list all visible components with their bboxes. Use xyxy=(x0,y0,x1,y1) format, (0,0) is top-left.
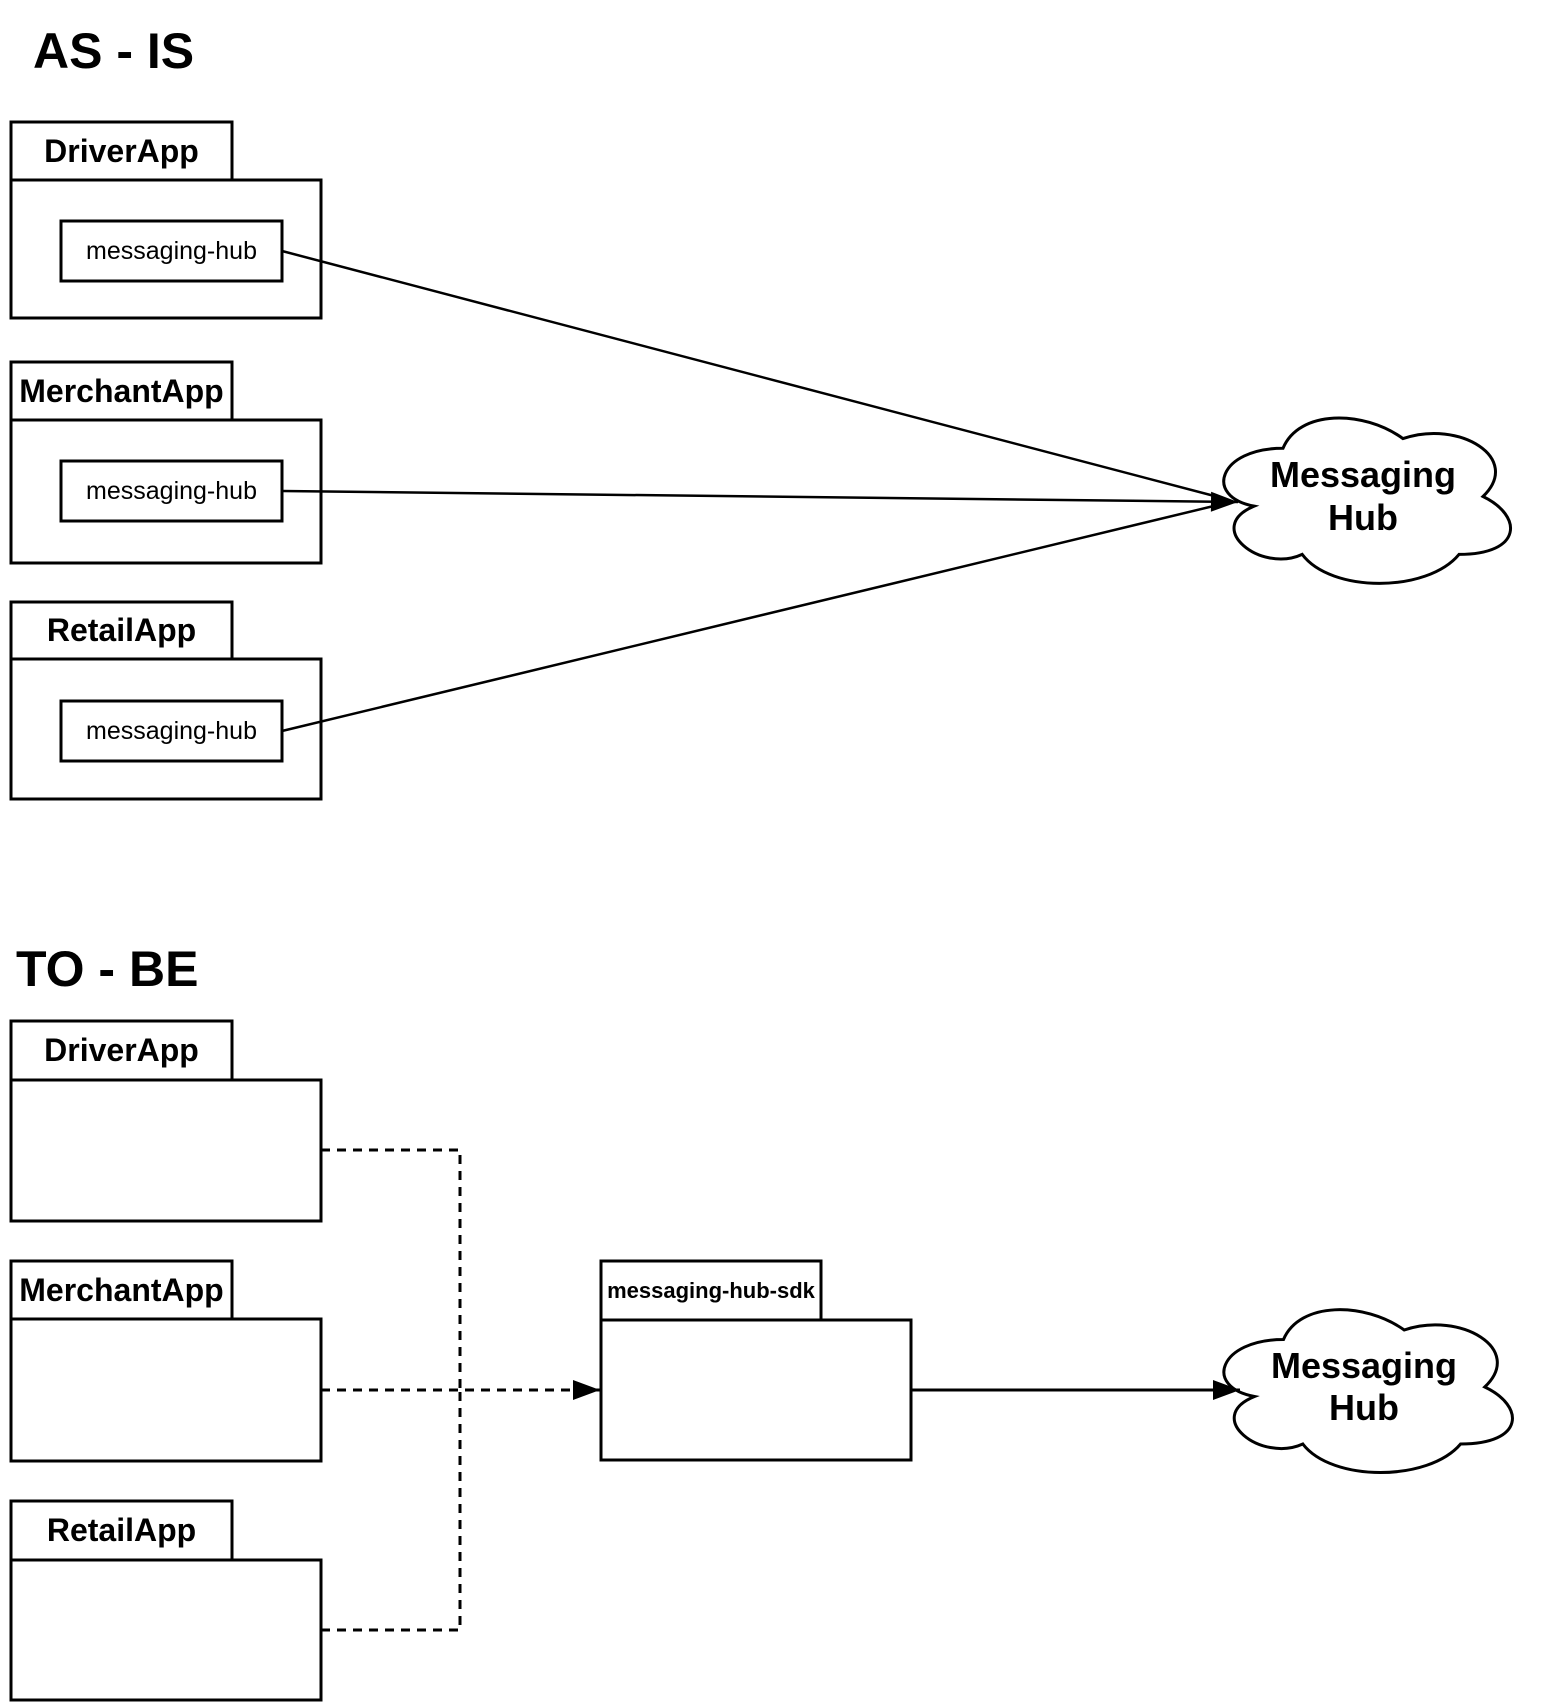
package-tab-driverapp-tobe xyxy=(9,1019,234,1082)
package-tab-retailapp-asis xyxy=(9,600,234,661)
connector-retailapp-to-sdk xyxy=(321,1390,462,1632)
package-tab-retailapp-tobe xyxy=(9,1499,234,1562)
section-title-to-be: TO - BE xyxy=(16,941,199,997)
connector-merchantapp-to-hub xyxy=(281,489,1239,512)
package-body-driverapp-tobe xyxy=(9,1078,323,1223)
cloud-shape-messaging-hub-asis xyxy=(1224,418,1511,583)
package-body-retailapp-tobe xyxy=(9,1558,323,1702)
component-box-messaging-hub-driverapp xyxy=(59,219,284,283)
package-body-merchantapp-tobe xyxy=(9,1317,323,1463)
package-tab-driverapp-asis xyxy=(9,120,234,182)
package-tab-merchantapp-asis xyxy=(9,360,234,422)
component-box-messaging-hub-merchantapp xyxy=(59,459,284,523)
package-tab-merchantapp-tobe xyxy=(9,1259,234,1321)
component-box-messaging-hub-retailapp xyxy=(59,699,284,763)
connector-driverapp-to-sdk xyxy=(321,1148,462,1390)
section-title-as-is: AS - IS xyxy=(33,23,195,79)
connector-driverapp-to-hub xyxy=(281,249,1223,500)
package-tab-messaging-hub-sdk xyxy=(599,1259,823,1322)
cloud-shape-messaging-hub-tobe xyxy=(1224,1310,1513,1473)
package-body-messaging-hub-sdk xyxy=(599,1318,913,1462)
connector-retailapp-to-hub xyxy=(281,502,1223,733)
